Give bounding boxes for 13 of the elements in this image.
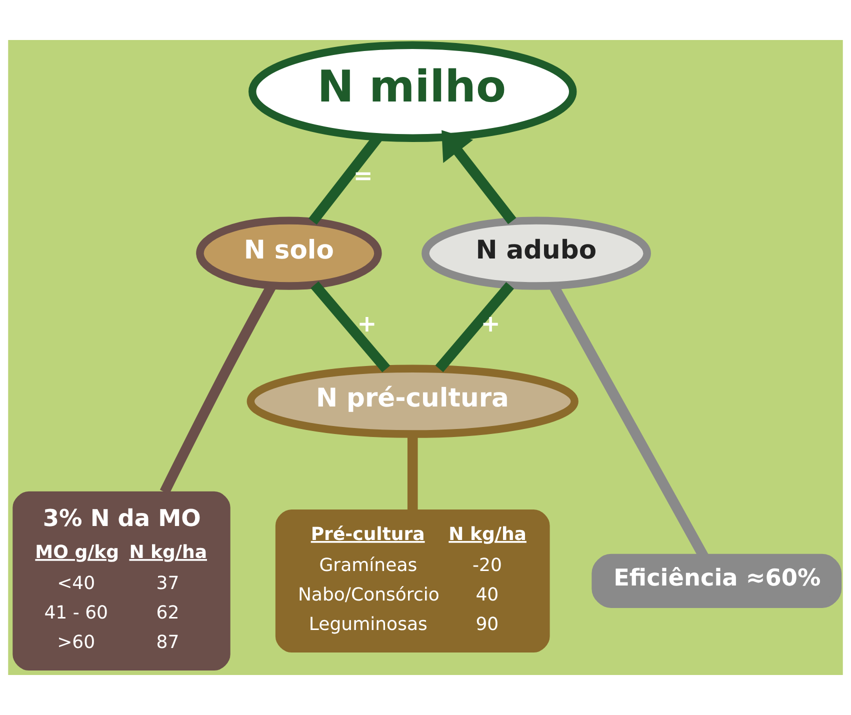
node-ellipse: N milho [248, 41, 577, 142]
edge-label: + [357, 310, 377, 338]
edge-label: = [353, 162, 373, 190]
node-box: 3% N da MO MO g/kg N kg/ha <40 37 41 - 60 62 >60 87 [12, 491, 230, 670]
connector [310, 281, 390, 372]
edge-label: + [480, 310, 500, 338]
node-ellipse: N adubo [422, 216, 651, 290]
node-box: Pré-cultura N kg/ha Gramíneas -20 Nabo/Consórcio 40 Leguminosas 90 [275, 509, 550, 652]
node-box: Eficiência ≈60% [592, 554, 842, 608]
arrow [442, 130, 516, 224]
node-ellipse: N solo [196, 216, 382, 290]
connector [435, 282, 514, 372]
node-ellipse: N pré-cultura [246, 364, 578, 438]
